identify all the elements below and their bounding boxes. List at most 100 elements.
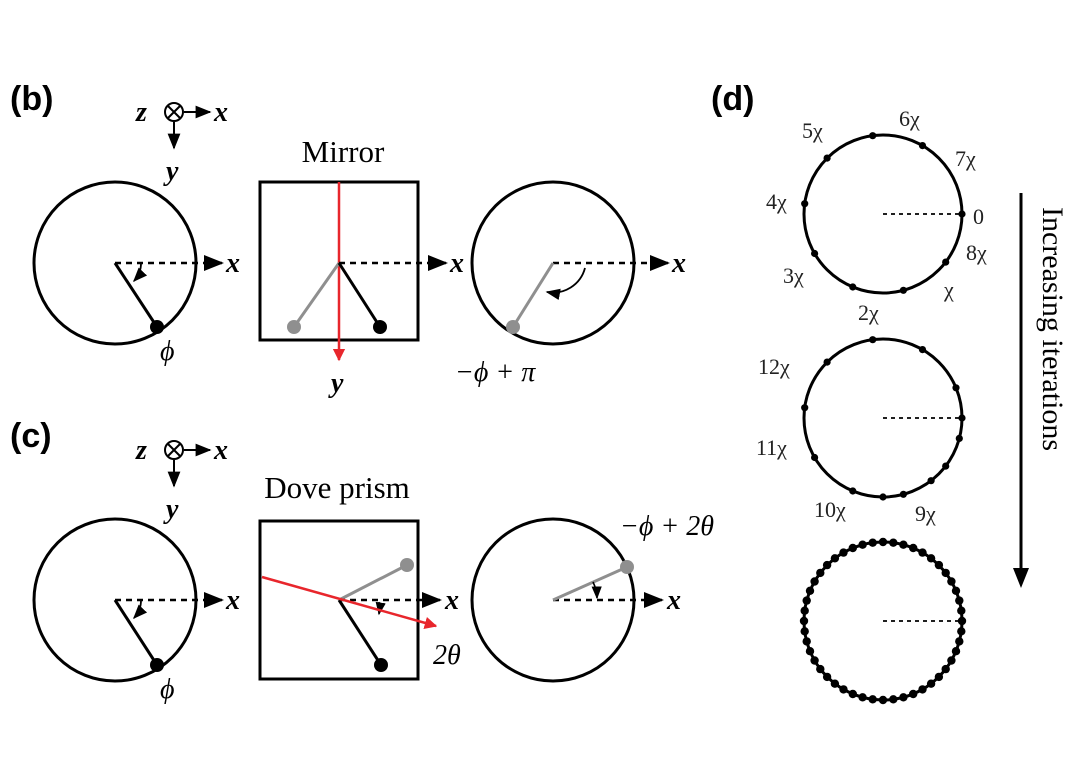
input-x-label: x bbox=[225, 585, 240, 616]
ring3-point-33 bbox=[805, 647, 815, 656]
beam-line bbox=[261, 575, 438, 629]
ring1-label-2: 2χ bbox=[858, 300, 879, 325]
ring1-point-1 bbox=[942, 258, 950, 266]
input-angle-label: ϕ bbox=[160, 674, 175, 705]
reflected-arm bbox=[292, 262, 341, 328]
dove-prism-element: Dove prism x 2θ bbox=[258, 470, 461, 681]
ring2-points bbox=[801, 336, 966, 501]
ring3-point-8 bbox=[918, 548, 927, 557]
ring3-point-4 bbox=[810, 656, 819, 665]
ring3-point-5 bbox=[800, 606, 809, 615]
ring3-point-26 bbox=[858, 540, 867, 549]
ring1-point-4 bbox=[811, 249, 819, 258]
ring3-point-37 bbox=[926, 554, 936, 563]
coordinate-legend-c: z x y bbox=[135, 435, 228, 525]
ring1-point-8 bbox=[918, 142, 927, 150]
ring1-point-2 bbox=[899, 286, 908, 294]
ring3-point-1 bbox=[941, 664, 950, 674]
ring-iteration-2: 9χ 10χ 11χ 12χ bbox=[756, 336, 966, 526]
ring3-point-42 bbox=[822, 672, 832, 682]
beam-angle-label: 2θ bbox=[433, 640, 461, 671]
ring1-point-0 bbox=[958, 210, 966, 218]
into-page-icon bbox=[164, 102, 184, 122]
ring3-point-32 bbox=[839, 685, 848, 694]
panel-c: (c) z x y x ϕ Dove prism bbox=[10, 417, 714, 705]
ring3-point-31 bbox=[889, 695, 898, 704]
panel-b: (b) z x y x ϕ Mirror bbox=[10, 80, 686, 399]
ring1-label-7: 7χ bbox=[955, 146, 976, 171]
ring2-label-12: 12χ bbox=[758, 354, 790, 379]
ring2-point-1 bbox=[942, 462, 950, 470]
ring3-point-6 bbox=[822, 560, 832, 570]
ring1-label-4: 4χ bbox=[766, 189, 787, 214]
ring3-point-30 bbox=[934, 672, 944, 682]
input-angle-label: ϕ bbox=[160, 336, 175, 367]
ring3-point-25 bbox=[816, 568, 825, 578]
ring1-point-3 bbox=[849, 283, 857, 291]
ring1-label-5: 5χ bbox=[802, 118, 823, 143]
panel-d: (d) 0 χ 2χ 3χ 4χ 5χ 6χ 7χ 8χ 9χ 10χ 11χ … bbox=[711, 80, 1069, 705]
coord-y-label: y bbox=[163, 494, 179, 525]
output-x-label: x bbox=[671, 248, 686, 279]
ring3-point-46 bbox=[899, 540, 908, 549]
ring1-label-1: χ bbox=[943, 277, 954, 302]
ring3-point-19 bbox=[957, 606, 966, 615]
ring3-point-35 bbox=[830, 554, 840, 563]
input-circle-b: x ϕ bbox=[32, 180, 240, 367]
ring3-point-17 bbox=[889, 538, 898, 547]
ring3-point-13 bbox=[830, 679, 840, 688]
ring3-point-9 bbox=[951, 586, 961, 595]
ring2-point-0 bbox=[958, 414, 966, 422]
ring2-point-2 bbox=[899, 490, 908, 498]
ring-iteration-1: 0 χ 2χ 3χ 4χ 5χ 6χ 7χ 8χ bbox=[766, 106, 987, 325]
ring3-point-40 bbox=[918, 685, 927, 694]
ring2-point-3 bbox=[849, 487, 857, 495]
result-angle-arc bbox=[545, 267, 586, 301]
ring3-point-24 bbox=[799, 616, 809, 626]
panel-d-label: (d) bbox=[711, 80, 754, 118]
into-page-icon bbox=[164, 440, 184, 460]
output-x-label: x bbox=[666, 585, 681, 616]
angle-arc bbox=[133, 262, 148, 283]
original-arm bbox=[337, 599, 383, 666]
ring3-point-10 bbox=[955, 637, 964, 646]
ring3-point-16 bbox=[839, 548, 848, 557]
ring3-point-36 bbox=[878, 537, 888, 547]
ring1-label-3: 3χ bbox=[783, 263, 804, 288]
ring1-point-6 bbox=[823, 154, 831, 162]
coord-y-label: y bbox=[163, 156, 179, 187]
ring2-point-8 bbox=[918, 346, 927, 354]
ring3-point-27 bbox=[909, 543, 918, 553]
ring3-point-21 bbox=[909, 689, 918, 699]
mirror-element: Mirror x y bbox=[258, 134, 464, 399]
coord-z-label: z bbox=[135, 435, 147, 466]
ring2-point-4 bbox=[811, 453, 819, 462]
ring2-point-9 bbox=[952, 384, 960, 392]
polarization-arm bbox=[113, 262, 159, 328]
ring3-point-38 bbox=[955, 596, 964, 605]
ring3-point-23 bbox=[816, 664, 825, 674]
ring1-label-0: 0 bbox=[973, 204, 984, 229]
beam-y-label: y bbox=[328, 368, 344, 399]
ring1-point-7 bbox=[869, 132, 877, 140]
result-arm bbox=[511, 262, 555, 328]
ring3-point-7 bbox=[868, 538, 877, 547]
ring2-point-11 bbox=[927, 477, 935, 485]
ring3-point-22 bbox=[858, 693, 867, 702]
ring1-label-8: 8χ bbox=[966, 240, 987, 265]
ring3-point-12 bbox=[878, 695, 888, 705]
ring3-point-15 bbox=[805, 586, 815, 595]
ring3-point-11 bbox=[926, 679, 936, 688]
coordinate-legend-b: z x y bbox=[135, 97, 228, 187]
ring2-label-11: 11χ bbox=[756, 435, 787, 460]
ring1-label-6: 6χ bbox=[899, 106, 920, 131]
result-label: −ϕ + 2θ bbox=[620, 511, 714, 542]
ring2-point-6 bbox=[823, 358, 831, 366]
rotated-arm bbox=[338, 563, 408, 602]
ring3-points bbox=[799, 537, 967, 705]
original-arm bbox=[337, 262, 382, 328]
ring3-point-29 bbox=[957, 627, 966, 636]
ring-iteration-3 bbox=[799, 537, 967, 705]
coord-z-label: z bbox=[135, 97, 147, 128]
